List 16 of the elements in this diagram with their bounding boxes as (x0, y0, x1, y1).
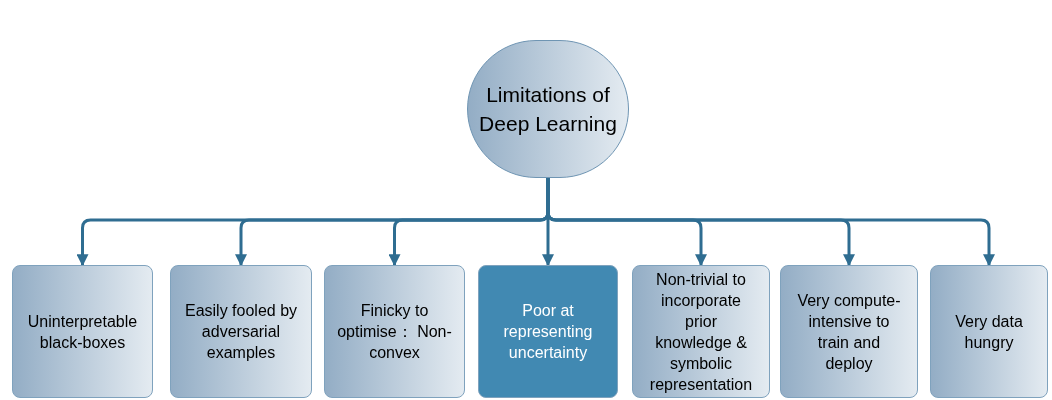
limitation-box (632, 265, 770, 398)
limitation-text: Poor at representing uncertainty (502, 301, 594, 363)
limitation-text: Very data hungry (954, 311, 1024, 353)
topic-title: Limitations of Deep Learning (478, 82, 618, 137)
limitation-box (324, 265, 465, 398)
limitation-box (930, 265, 1048, 398)
limitation-text: Uninterpretable black-boxes (26, 311, 139, 353)
connector-arrow (546, 178, 995, 267)
limitation-text: Finicky to optimise： Non-convex (337, 301, 452, 363)
limitation-text: Very compute-intensive to train and deploy (796, 290, 902, 374)
limitation-box (780, 265, 918, 398)
limitation-box (12, 265, 153, 398)
limitation-text: Non-trivial to incorporate prior knowledge & symbolic representation (648, 269, 754, 395)
limitation-box (478, 265, 618, 398)
limitation-box (170, 265, 312, 398)
limitation-text: Easily fooled by adversarial examples (183, 301, 299, 363)
